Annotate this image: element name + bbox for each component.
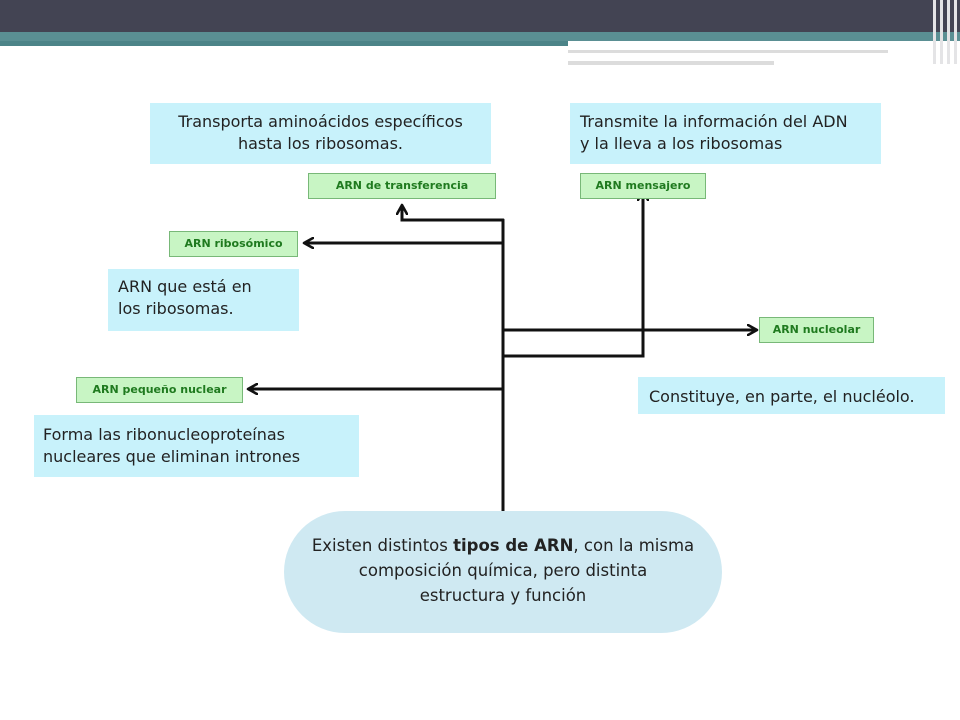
top-bar — [0, 0, 960, 32]
central-text: , con la misma — [573, 536, 695, 555]
description-line: hasta los ribosomas. — [237, 134, 403, 153]
label-arn-pequeno-nuclear: ARN pequeño nuclear — [76, 377, 243, 403]
central-line-1: Existen distintos tipos de ARN, con la m… — [284, 533, 722, 558]
description-line: nucleares que eliminan intrones — [43, 447, 301, 466]
label-arn-mensajero: ARN mensajero — [580, 173, 706, 199]
decorative-line — [568, 50, 888, 53]
description-line: Constituye, en parte, el nucléolo. — [649, 387, 915, 406]
connector-mensajero — [501, 192, 643, 358]
description-ribosomico: ARN que está en los ribosomas. — [108, 269, 299, 331]
description-line: Transporta aminoácidos específicos — [178, 112, 463, 131]
connector-transferencia — [402, 206, 505, 222]
central-node: Existen distintos tipos de ARN, con la m… — [284, 511, 722, 633]
description-line: Forma las ribonucleoproteínas — [43, 425, 286, 444]
description-pequeno-nuclear: Forma las ribonucleoproteínas nucleares … — [34, 415, 359, 477]
decorative-line — [568, 61, 774, 65]
description-line: ARN que está en — [118, 277, 252, 296]
description-line: Transmite la información del ADN — [580, 112, 848, 131]
label-arn-transferencia: ARN de transferencia — [308, 173, 496, 199]
label-arn-nucleolar: ARN nucleolar — [759, 317, 874, 343]
central-text: Existen distintos — [311, 536, 454, 555]
description-mensajero: Transmite la información del ADN y la ll… — [570, 103, 881, 164]
central-text-bold: tipos de ARN — [453, 536, 574, 555]
label-arn-ribosomico: ARN ribosómico — [169, 231, 298, 257]
accent-band-lower — [0, 41, 568, 46]
description-nucleolar: Constituye, en parte, el nucléolo. — [638, 377, 945, 414]
central-line-2: composición química, pero distinta — [358, 561, 648, 580]
description-line: y la lleva a los ribosomas — [580, 134, 783, 153]
description-transferencia: Transporta aminoácidos específicos hasta… — [150, 103, 491, 164]
description-line: los ribosomas. — [118, 299, 234, 318]
accent-band — [0, 32, 960, 41]
central-line-3: estructura y función — [419, 586, 587, 605]
decorative-stripes — [930, 0, 960, 64]
